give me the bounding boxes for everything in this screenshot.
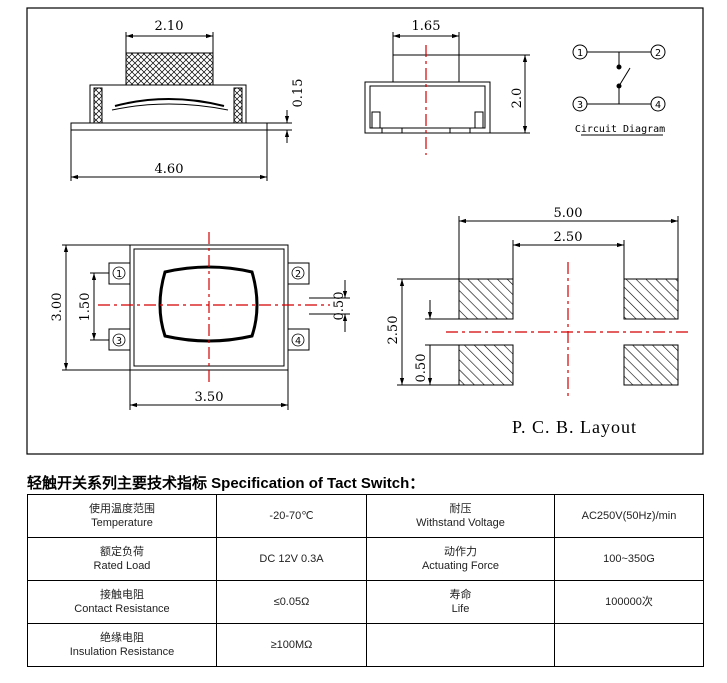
pin-label-1: 1	[116, 269, 122, 280]
top-view	[62, 244, 350, 410]
param-cell	[366, 623, 555, 667]
pcb-layout	[397, 216, 679, 386]
dim-pcb-inner-width: 2.50	[554, 230, 583, 245]
top-view-pin-labels	[112, 266, 305, 347]
dim-pcb-pad-gap: 0.50	[414, 354, 429, 383]
circuit-diagram	[572, 44, 666, 136]
dim-pcb-outer-width: 5.00	[554, 206, 583, 221]
value-cell: 100~350G	[554, 537, 704, 581]
circuit-terminal-2: 2	[655, 48, 661, 59]
value-cell: AC250V(50Hz)/min	[554, 494, 704, 538]
value-cell	[554, 623, 704, 667]
actuator-outline	[158, 265, 259, 343]
pad-bottom-right	[623, 344, 679, 386]
circuit-terminal-3: 3	[577, 100, 583, 111]
dim-total-width: 4.60	[155, 162, 184, 177]
value-cell: -20-70℃	[216, 494, 367, 538]
drawing-frame	[26, 7, 704, 455]
front-view	[364, 32, 530, 134]
dim-body-width: 3.50	[195, 390, 224, 405]
dim-height: 2.0	[510, 88, 525, 109]
pad-top-right	[623, 278, 679, 320]
side-view	[70, 32, 292, 181]
value-cell: 100000次	[554, 580, 704, 624]
value-cell: ≥100MΩ	[216, 623, 367, 667]
pad-bottom-left	[458, 344, 514, 386]
pin-label-2: 2	[295, 269, 301, 280]
circuit-terminal-4: 4	[655, 100, 661, 111]
technical-drawing: 2.10 4.60 0.15 1.65 2.0 1 2	[26, 7, 704, 455]
pad-top-left	[458, 278, 514, 320]
dim-gap: 0.15	[291, 79, 306, 108]
dim-pin-pitch: 1.50	[78, 293, 93, 322]
housing-wall-right	[233, 87, 243, 125]
terminal-plate	[70, 122, 268, 131]
value-cell: ≤0.05Ω	[216, 580, 367, 624]
dim-body-height: 3.00	[50, 293, 65, 322]
front-housing	[364, 81, 491, 134]
dim-top-width: 2.10	[155, 19, 184, 34]
spec-title: 轻触开关系列主要技术指标 Specification of Tact Switc…	[27, 475, 425, 492]
pin-label-4: 4	[295, 336, 301, 347]
dim-stem-width: 1.65	[412, 19, 441, 34]
dim-pin-width: 0.50	[332, 292, 347, 321]
housing-wall-left	[93, 87, 103, 125]
dome-contact	[114, 98, 225, 107]
circuit-caption: Circuit Diagram	[575, 124, 665, 135]
actuator-cap	[125, 52, 214, 86]
pin-label-3: 3	[116, 336, 122, 347]
dim-pcb-outer-height: 2.50	[386, 316, 401, 345]
value-cell: DC 12V 0.3A	[216, 537, 367, 581]
circuit-terminal-1: 1	[577, 48, 583, 59]
pcb-layout-caption: P. C. B. Layout	[512, 417, 637, 437]
